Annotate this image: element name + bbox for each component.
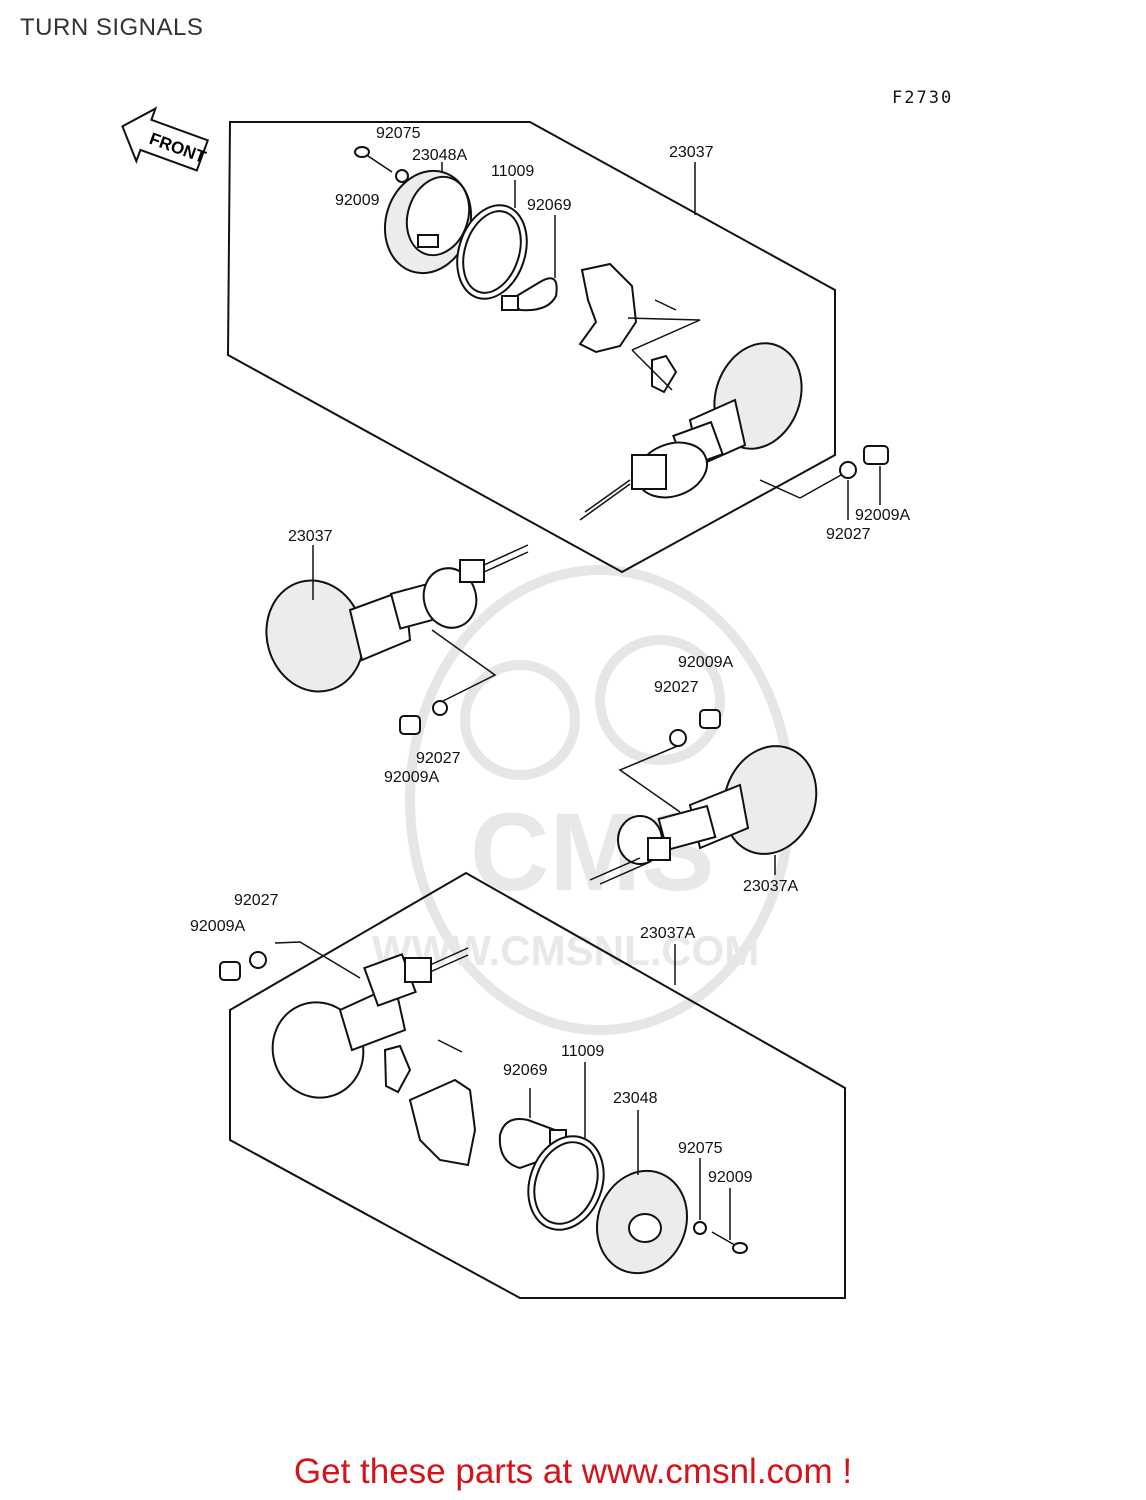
washer-92027-left [432,700,448,716]
washer-92027-right [839,461,857,479]
label-23037A-middle: 23037A [743,878,798,895]
turn-signal-23037-top [579,342,803,521]
hardware-bottom-left [219,941,361,981]
label-92027-middle: 92027 [654,679,699,696]
label-92009A-left: 92009A [384,769,439,786]
watermark-logo: CMS [470,791,714,914]
screw-92009-top [354,146,393,173]
washer-92075-bottom [693,1221,707,1235]
clip-top [651,354,678,394]
turn-signal-23037A-bottom [271,947,469,1099]
turn-signal-23037A-right [589,744,818,885]
label-92009-top: 92009 [335,192,380,209]
figure-code: F2730 [892,88,954,108]
label-11009-bottom: 11009 [561,1043,604,1060]
reflector-bracket-bottom [408,1078,477,1167]
bolt-92009A-left [399,715,421,735]
reflector-bracket-top [578,262,638,354]
small-screw-bottom [437,1039,463,1053]
housing-23048A [383,169,473,275]
watermark-url: WWW.CMSNL.COM [372,927,759,974]
bolt-92009A-middle [699,709,721,729]
label-92027-left: 92027 [416,750,461,767]
label-23037-top: 23037 [669,144,714,161]
bottom-assembly-parts [219,941,748,1275]
bulb-92069-top [501,277,558,312]
label-11009-top: 11009 [491,163,534,180]
label-92009A-right: 92009A [855,507,910,524]
top-assembly-frame [226,121,836,574]
washer-92027-middle [669,729,687,747]
clip-bottom [383,1044,412,1094]
label-23048A: 23048A [412,147,467,164]
turn-signal-23037-left [265,544,529,706]
label-92075-bottom: 92075 [678,1140,723,1157]
label-92027-right: 92027 [826,526,871,543]
hardware-middle [669,709,721,747]
cta-link[interactable]: Get these parts at www.cmsnl.com ! [293,1452,853,1491]
page-title: TURN SIGNALS [20,14,204,41]
hardware-left [399,700,448,735]
washer-92075-top [395,169,409,183]
label-23037A-bottom: 23037A [640,925,695,942]
small-screw-top [654,299,677,311]
label-23048: 23048 [613,1090,658,1107]
label-92009A-bottom: 92009A [190,918,245,935]
label-92075-top: 92075 [376,125,421,142]
bolt-92009A-right [863,445,889,465]
front-arrow: FRONT [121,106,210,172]
top-assembly-parts [354,146,851,521]
bolt-92009A-bottom [219,961,241,981]
screw-92009-bottom [711,1231,748,1254]
hardware-right [839,445,889,520]
label-23037-left: 23037 [288,528,333,545]
washer-92027-bottom [249,951,267,969]
label-92027-bottom: 92027 [234,892,279,909]
label-92009-bottom: 92009 [708,1169,753,1186]
label-92069-bottom: 92069 [503,1062,548,1079]
label-92009A-middle: 92009A [678,654,733,671]
bottom-assembly-frame [229,871,846,1299]
label-92069-top: 92069 [527,197,572,214]
